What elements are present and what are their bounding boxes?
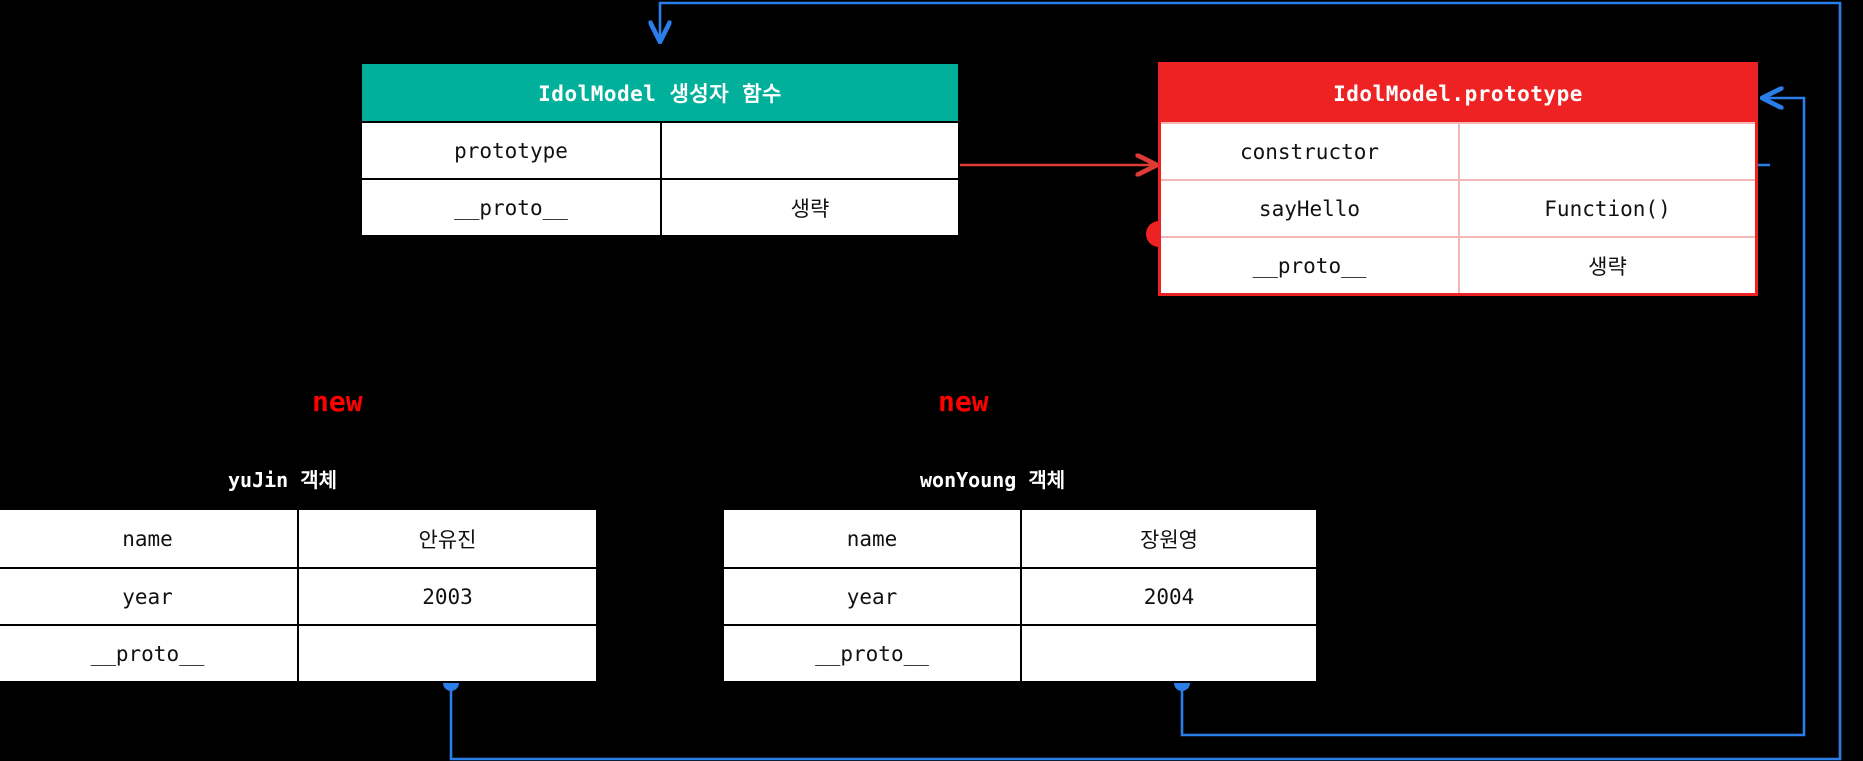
wonyoung-row-key-0: name	[846, 526, 898, 551]
prototype-row-value-0	[1458, 124, 1755, 179]
prototype-row-key-2: __proto__	[1252, 253, 1367, 278]
constructor-row-key-1: __proto__	[454, 195, 568, 220]
table-row: year 2003	[0, 567, 596, 624]
constructor-function-box: IdolModel 생성자 함수 prototype __proto__ 생략	[360, 62, 960, 237]
table-row: prototype	[362, 121, 958, 178]
prototype-row-key-1: sayHello	[1258, 196, 1361, 221]
constructor-box-header: IdolModel 생성자 함수	[362, 64, 958, 121]
table-row: __proto__	[0, 624, 596, 681]
table-row: name 안유진	[0, 510, 596, 567]
wonyoung-row-value-1: 2004	[1020, 569, 1316, 624]
constructor-row-value-1: 생략	[660, 180, 958, 235]
table-row: year 2004	[724, 567, 1316, 624]
constructor-row-key-0: prototype	[454, 138, 568, 163]
wonyoung-caption: wonYoung 객체	[920, 468, 1066, 492]
table-row: name 장원영	[724, 510, 1316, 567]
prototype-box-header: IdolModel.prototype	[1161, 65, 1755, 122]
table-row: __proto__ 생략	[1161, 236, 1755, 293]
prototype-row-key-0: constructor	[1239, 139, 1380, 164]
yujin-caption: yuJin 객체	[228, 468, 338, 492]
prototype-row-value-2: 생략	[1458, 238, 1755, 293]
table-row: __proto__	[724, 624, 1316, 681]
yujin-object-box: name 안유진 year 2003 __proto__	[0, 508, 598, 683]
yujin-row-key-0: name	[122, 526, 173, 551]
yujin-row-value-0: 안유진	[297, 510, 596, 567]
constructor-row-value-0	[660, 123, 958, 178]
table-row: constructor	[1161, 122, 1755, 179]
wonyoung-row-value-2	[1020, 626, 1316, 681]
yujin-row-value-1: 2003	[297, 569, 596, 624]
prototype-row-value-1: Function()	[1458, 181, 1755, 236]
yujin-row-key-2: __proto__	[90, 641, 205, 666]
prototype-box: IdolModel.prototype constructor sayHello…	[1158, 62, 1758, 296]
wonyoung-object-box: name 장원영 year 2004 __proto__	[722, 508, 1318, 683]
new-label-yujin: new	[312, 385, 363, 418]
wonyoung-row-value-0: 장원영	[1020, 510, 1316, 567]
yujin-row-key-1: year	[122, 584, 173, 609]
yujin-row-value-2	[297, 626, 596, 681]
wonyoung-row-key-1: year	[846, 584, 898, 609]
wonyoung-row-key-2: __proto__	[815, 641, 929, 666]
table-row: __proto__ 생략	[362, 178, 958, 235]
table-row: sayHello Function()	[1161, 179, 1755, 236]
new-label-wonyoung: new	[938, 385, 989, 418]
